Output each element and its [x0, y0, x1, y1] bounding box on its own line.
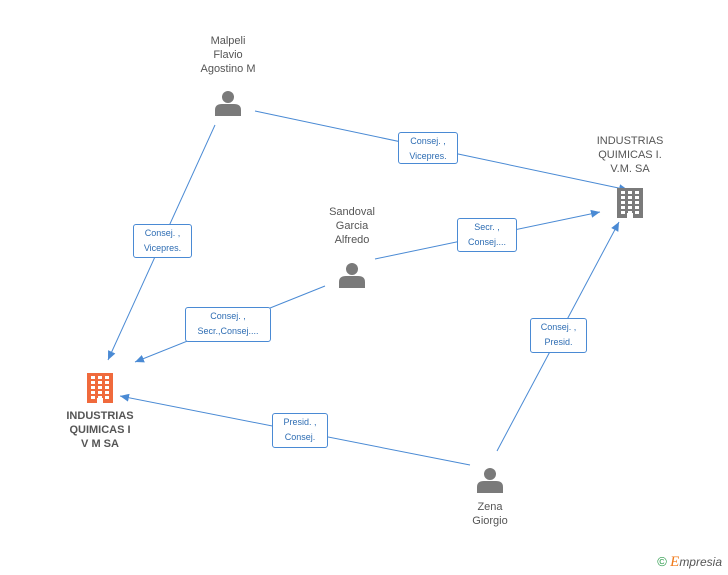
- person-icon[interactable]: [339, 263, 365, 288]
- edge-label-malpeli-to-industrias_vm[interactable]: Consej. , Vicepres.: [398, 132, 458, 164]
- node-label-malpeli[interactable]: Malpeli Flavio Agostino M: [200, 35, 256, 75]
- node-label-industrias_focus[interactable]: INDUSTRIAS QUIMICAS I V M SA: [66, 410, 134, 450]
- node-label-zena[interactable]: Zena Giorgio: [472, 501, 508, 527]
- brand-name-first: E: [670, 554, 680, 570]
- building-icon[interactable]: [617, 188, 643, 218]
- node-label-sandoval[interactable]: Sandoval Garcia Alfredo: [329, 206, 375, 246]
- edge-label-sandoval-to-industrias_vm[interactable]: Secr. , Consej....: [457, 218, 517, 252]
- edge-label-zena-to-industrias_vm[interactable]: Consej. , Presid.: [530, 318, 587, 353]
- brand-watermark: © Empresia: [657, 554, 722, 571]
- person-icon[interactable]: [215, 91, 241, 116]
- brand-name-rest: mpresia: [679, 555, 722, 569]
- building-icon[interactable]: [87, 373, 113, 403]
- person-icon[interactable]: [477, 468, 503, 493]
- copyright-symbol: ©: [657, 554, 667, 569]
- edge-label-malpeli-to-industrias_focus[interactable]: Consej. , Vicepres.: [133, 224, 192, 258]
- edge-label-sandoval-to-industrias_focus[interactable]: Consej. , Secr.,Consej....: [185, 307, 271, 342]
- node-label-industrias_vm[interactable]: INDUSTRIAS QUIMICAS I. V.M. SA: [596, 135, 664, 175]
- edge-label-zena-to-industrias_focus[interactable]: Presid. , Consej.: [272, 413, 328, 448]
